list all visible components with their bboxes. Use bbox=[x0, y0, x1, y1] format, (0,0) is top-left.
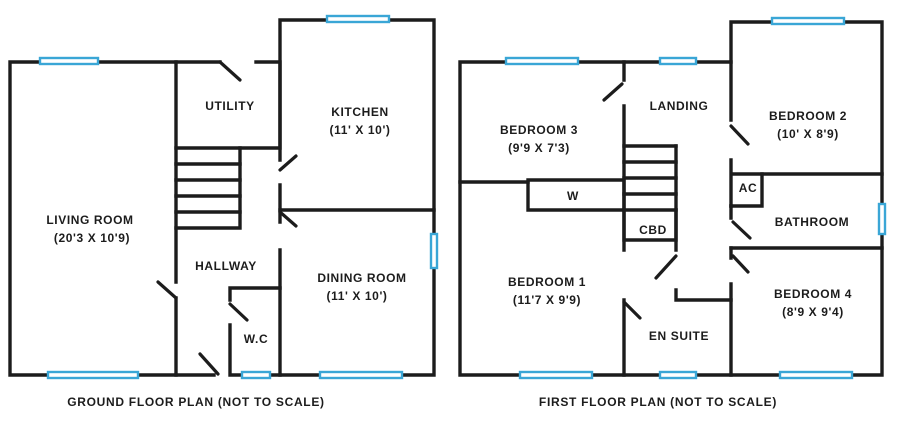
bedroom-2-window bbox=[770, 16, 846, 26]
kitchen-door bbox=[278, 154, 298, 172]
first-floor-plan: BEDROOM 3 (9'9 X 7'3) LANDING BEDROOM 2 … bbox=[458, 16, 887, 409]
bathroom-door bbox=[731, 220, 752, 240]
first-floor-caption: FIRST FLOOR PLAN (NOT TO SCALE) bbox=[539, 395, 777, 409]
bedroom-3-name: BEDROOM 3 bbox=[500, 123, 578, 137]
hallway-name: HALLWAY bbox=[195, 259, 257, 273]
bedroom-4-window bbox=[778, 370, 854, 380]
cupboard-walls bbox=[622, 208, 678, 252]
bedroom-4-name: BEDROOM 4 bbox=[774, 287, 852, 301]
bedroom-1-dims: (11'7 X 9'9) bbox=[513, 293, 581, 307]
landing-name: LANDING bbox=[650, 99, 709, 113]
ac-name: AC bbox=[739, 181, 758, 195]
dining-room-door bbox=[278, 210, 298, 228]
dining-room-name: DINING ROOM bbox=[317, 271, 406, 285]
en-suite-walls bbox=[622, 288, 733, 377]
ground-floor-caption: GROUND FLOOR PLAN (NOT TO SCALE) bbox=[67, 395, 325, 409]
en-suite-door bbox=[622, 300, 642, 320]
bedroom-2-dims: (10' X 8'9) bbox=[777, 127, 839, 141]
utility-door bbox=[218, 60, 242, 82]
ground-floor-staircase bbox=[174, 146, 242, 230]
living-room-window-top bbox=[38, 56, 100, 66]
dining-room-window-bottom bbox=[318, 370, 404, 380]
utility-name: UTILITY bbox=[205, 99, 255, 113]
bedroom-3-door bbox=[602, 82, 624, 102]
bathroom-window bbox=[877, 202, 887, 236]
bedroom-4-dims: (8'9 X 9'4) bbox=[782, 305, 844, 319]
dining-room-window-side bbox=[429, 232, 439, 270]
living-room-name: LIVING ROOM bbox=[46, 213, 133, 227]
en-suite-window bbox=[658, 370, 698, 380]
wc-window bbox=[240, 370, 272, 380]
wc-name: W.C bbox=[244, 332, 268, 346]
wc-door bbox=[228, 302, 249, 322]
first-floor-staircase bbox=[622, 104, 678, 242]
landing-window bbox=[658, 56, 698, 66]
living-room-dims: (20'3 X 10'9) bbox=[54, 231, 130, 245]
en-suite-name: EN SUITE bbox=[649, 329, 709, 343]
bathroom-walls bbox=[729, 204, 884, 250]
kitchen-dims: (11' X 10') bbox=[329, 123, 390, 137]
cupboard-name: CBD bbox=[639, 223, 667, 237]
bedroom-2-walls bbox=[729, 60, 884, 208]
living-room-door bbox=[156, 280, 178, 300]
bedroom-4-door bbox=[731, 254, 750, 274]
front-door bbox=[198, 352, 220, 376]
wardrobe-name: W bbox=[567, 189, 579, 203]
bedroom-2-door bbox=[729, 124, 750, 146]
kitchen-window bbox=[325, 14, 391, 24]
first-floor-outer-walls bbox=[458, 20, 884, 377]
bedroom-1-window bbox=[518, 370, 594, 380]
bathroom-name: BATHROOM bbox=[775, 215, 850, 229]
ac-walls bbox=[729, 172, 764, 208]
cupboard-door bbox=[654, 254, 678, 280]
kitchen-name: KITCHEN bbox=[331, 105, 389, 119]
bedroom-3-walls bbox=[458, 60, 626, 184]
ground-floor-plan: LIVING ROOM (20'3 X 10'9) UTILITY KITCHE… bbox=[8, 14, 439, 409]
bedroom-3-window bbox=[504, 56, 580, 66]
bedroom-1-name: BEDROOM 1 bbox=[508, 275, 586, 289]
bedroom-2-name: BEDROOM 2 bbox=[769, 109, 847, 123]
living-room-window-bottom bbox=[46, 370, 140, 380]
bedroom-3-dims: (9'9 X 7'3) bbox=[508, 141, 570, 155]
dining-room-dims: (11' X 10') bbox=[326, 289, 387, 303]
